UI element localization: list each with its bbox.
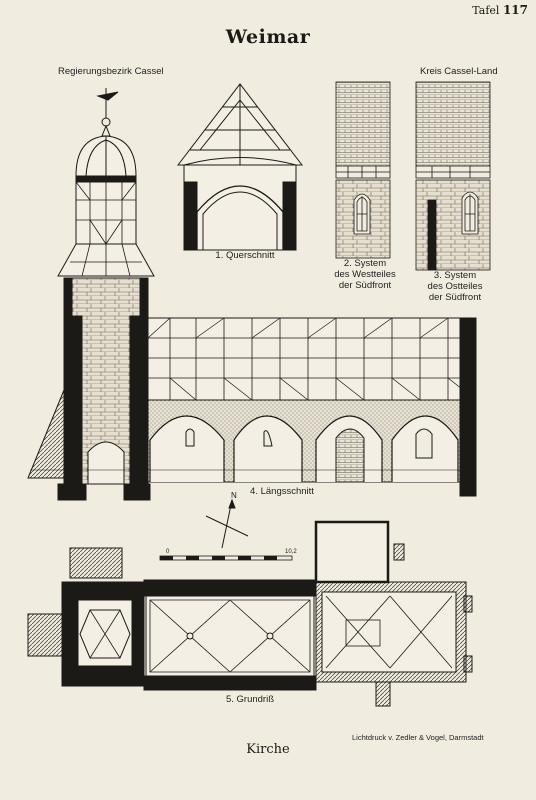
subject-title: Kirche [246, 742, 290, 757]
caption-west-system: 2. System des Westteiles der Südfront [330, 258, 400, 291]
caption-west-line1: 2. System [343, 258, 387, 269]
caption-east-line2: des Ostteiles [427, 281, 483, 292]
scale-start-label: 0 [166, 549, 170, 555]
longitudinal-section-drawing [27, 88, 477, 501]
plate-word: Tafel [472, 4, 500, 17]
caption-east-system: 3. System des Ostteiles der Südfront [415, 270, 495, 303]
plate-number: 117 [502, 3, 528, 17]
caption-ground-plan: 5. Grundriß [225, 694, 275, 705]
north-arrow-icon [205, 498, 249, 549]
printer-credit: Lichtdruck v. Zedler & Vogel, Darmstadt [352, 733, 484, 742]
caption-cross-section: 1. Querschnitt [215, 250, 275, 261]
caption-longitudinal-section: 4. Längsschnitt [250, 486, 314, 497]
cross-section-drawing [176, 83, 304, 251]
plate-number-label: Tafel 117 [472, 3, 528, 17]
page-title: Weimar [225, 26, 311, 48]
caption-east-line1: 3. System [433, 270, 477, 281]
west-system-drawing [335, 81, 391, 259]
north-label: N [231, 491, 237, 500]
caption-east-line3: der Südfront [428, 292, 482, 303]
scale-end-label: 10,2 [285, 549, 297, 555]
caption-west-line2: des Westteiles [334, 269, 396, 280]
scale-bar [159, 555, 293, 561]
region-right-label: Kreis Cassel-Land [420, 66, 498, 77]
east-system-drawing [415, 81, 491, 271]
region-left-label: Regierungsbezirk Cassel [58, 66, 164, 77]
ground-plan-drawing [27, 520, 473, 707]
caption-west-line3: der Südfront [338, 280, 392, 291]
